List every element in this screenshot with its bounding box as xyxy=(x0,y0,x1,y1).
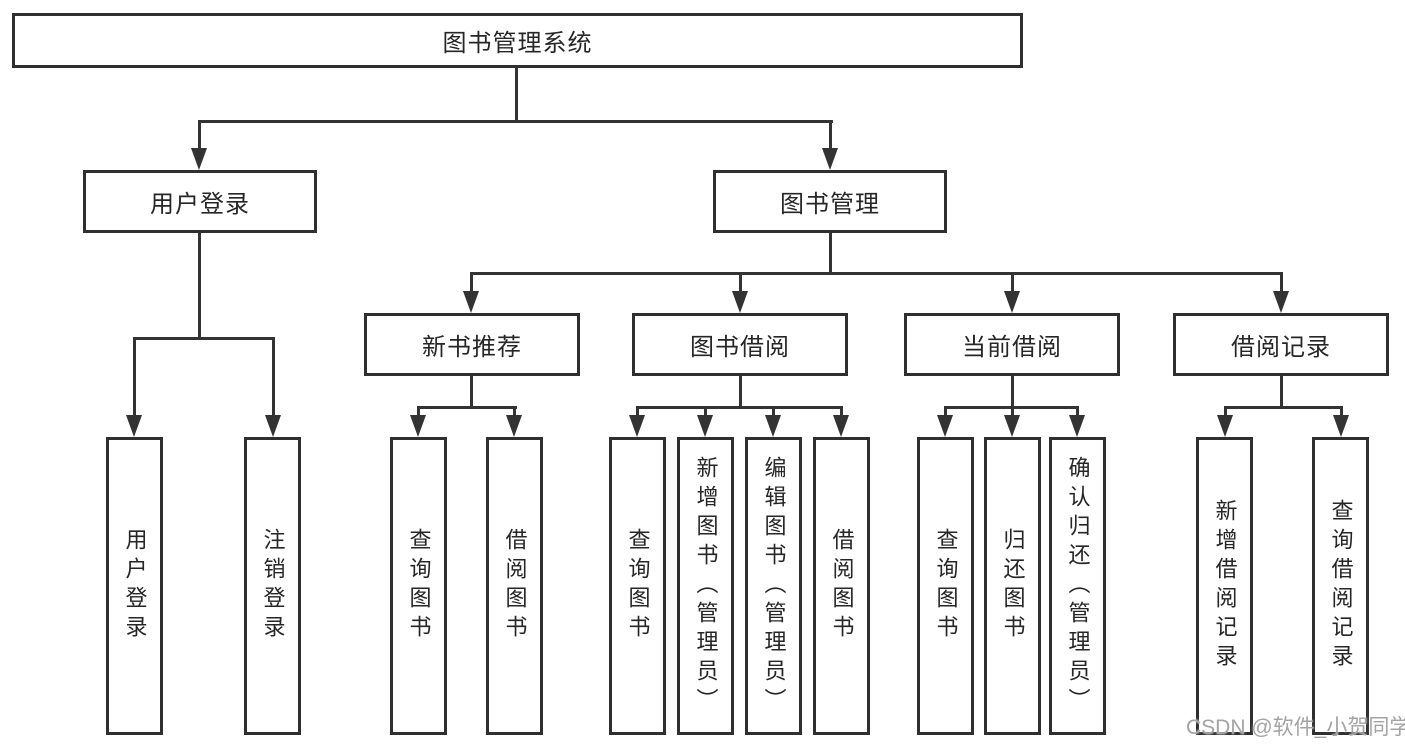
connector-line xyxy=(470,376,473,406)
leaf-label: 借阅图书 xyxy=(502,528,528,644)
leaf-label: 编辑图书（管理员） xyxy=(761,455,787,717)
node-label: 图书借阅 xyxy=(690,334,790,361)
leaf-label: 查询借阅记录 xyxy=(1328,499,1354,673)
arrow-down-icon xyxy=(410,415,426,437)
leaf-confirm-return-admin: 确认归还（管理员） xyxy=(1049,437,1106,735)
connector-line xyxy=(739,376,742,406)
connector-line xyxy=(1011,272,1014,293)
leaf-query-books-borrowing: 查询图书 xyxy=(609,437,666,735)
connector-line xyxy=(1280,376,1283,406)
arrow-down-icon xyxy=(1069,415,1085,437)
arrow-down-icon xyxy=(191,148,207,170)
connector-line xyxy=(840,406,843,417)
arrow-down-icon xyxy=(937,415,953,437)
leaf-label: 新增图书（管理员） xyxy=(693,455,719,717)
arrow-down-icon xyxy=(126,415,142,437)
leaf-edit-books-admin: 编辑图书（管理员） xyxy=(745,437,802,735)
leaf-label: 查询图书 xyxy=(933,528,959,644)
arrow-down-icon xyxy=(822,148,838,170)
connector-line xyxy=(944,406,947,417)
node-root-library-system: 图书管理系统 xyxy=(12,13,1023,68)
connector-line xyxy=(829,233,832,272)
leaf-add-borrow-record: 新增借阅记录 xyxy=(1196,437,1253,735)
node-book-management-branch: 图书管理 xyxy=(713,170,947,233)
connector-line xyxy=(417,406,420,417)
connector-line xyxy=(1224,406,1227,417)
node-new-book-recommend: 新书推荐 xyxy=(364,313,580,376)
connector-line xyxy=(515,68,518,120)
leaf-label: 查询图书 xyxy=(625,528,651,644)
leaf-label: 注销登录 xyxy=(260,528,286,644)
connector-line xyxy=(198,233,201,337)
connector-line xyxy=(829,120,832,150)
leaf-logout: 注销登录 xyxy=(244,437,301,735)
connector-line xyxy=(1011,406,1014,417)
arrow-down-icon xyxy=(629,415,645,437)
csdn-watermark: CSDN @软件_小贺同学 xyxy=(1186,716,1405,739)
connector-line xyxy=(704,406,707,417)
arrow-down-icon xyxy=(1333,415,1349,437)
connector-line xyxy=(417,406,517,409)
arrow-down-icon xyxy=(1273,291,1289,313)
arrow-down-icon xyxy=(265,415,281,437)
connector-line xyxy=(772,406,775,417)
leaf-borrow-books-borrowing: 借阅图书 xyxy=(813,437,870,735)
node-label: 当前借阅 xyxy=(962,334,1062,361)
arrow-down-icon xyxy=(732,291,748,313)
node-current-borrowing: 当前借阅 xyxy=(904,313,1120,376)
leaf-query-books-recommend: 查询图书 xyxy=(390,437,447,735)
leaf-query-borrow-record: 查询借阅记录 xyxy=(1312,437,1369,735)
connector-line xyxy=(1280,272,1283,293)
arrow-down-icon xyxy=(1004,291,1020,313)
arrow-down-icon xyxy=(463,291,479,313)
leaf-label: 确认归还（管理员） xyxy=(1065,455,1091,717)
connector-line xyxy=(133,337,275,340)
node-user-login-branch: 用户登录 xyxy=(83,170,317,233)
node-label: 用户登录 xyxy=(150,191,250,218)
connector-line xyxy=(470,272,1283,275)
connector-line xyxy=(739,272,742,293)
leaf-return-books: 归还图书 xyxy=(984,437,1041,735)
connector-line xyxy=(513,406,516,417)
node-label: 新书推荐 xyxy=(422,334,522,361)
connector-line xyxy=(1076,406,1079,417)
leaf-borrow-books-recommend: 借阅图书 xyxy=(486,437,543,735)
leaf-add-books-admin: 新增图书（管理员） xyxy=(677,437,734,735)
arrow-down-icon xyxy=(833,415,849,437)
leaf-label: 新增借阅记录 xyxy=(1212,499,1238,673)
node-borrowing-records: 借阅记录 xyxy=(1173,313,1389,376)
connector-line xyxy=(636,406,639,417)
arrow-down-icon xyxy=(765,415,781,437)
node-label: 图书管理系统 xyxy=(442,30,593,57)
connector-line xyxy=(1224,406,1343,409)
arrow-down-icon xyxy=(697,415,713,437)
leaf-user-login: 用户登录 xyxy=(106,437,163,735)
connector-line xyxy=(1011,376,1014,406)
leaf-label: 归还图书 xyxy=(1000,528,1026,644)
connector-line xyxy=(198,120,833,123)
arrow-down-icon xyxy=(1217,415,1233,437)
connector-line xyxy=(272,337,275,417)
leaf-label: 借阅图书 xyxy=(829,528,855,644)
connector-line xyxy=(1340,406,1343,417)
connector-line xyxy=(198,120,201,150)
node-label: 借阅记录 xyxy=(1231,334,1331,361)
leaf-query-books-current: 查询图书 xyxy=(917,437,974,735)
leaf-label: 查询图书 xyxy=(406,528,432,644)
connector-line xyxy=(133,337,136,417)
connector-line xyxy=(470,272,473,293)
arrow-down-icon xyxy=(506,415,522,437)
arrow-down-icon xyxy=(1004,415,1020,437)
leaf-label: 用户登录 xyxy=(122,528,148,644)
node-label: 图书管理 xyxy=(780,191,880,218)
node-book-borrowing: 图书借阅 xyxy=(632,313,848,376)
connector-line xyxy=(636,406,843,409)
